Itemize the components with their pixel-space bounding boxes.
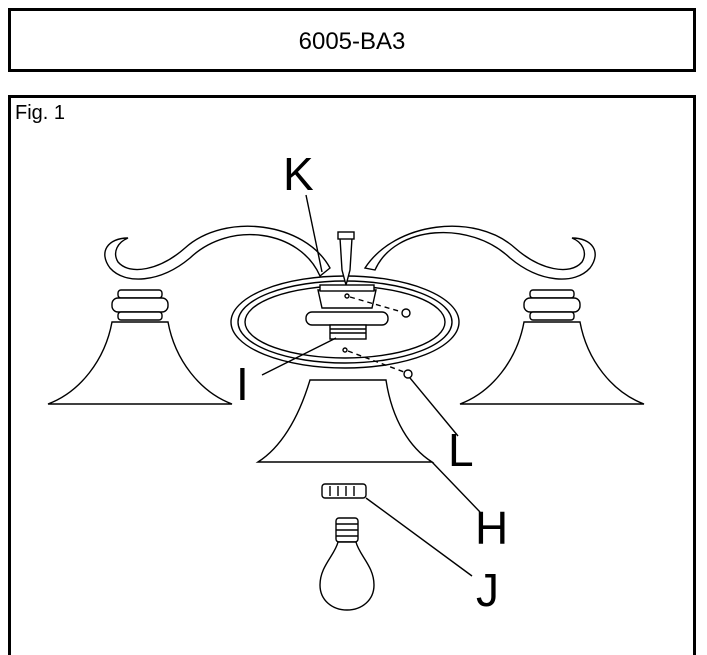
model-number: 6005-BA3 xyxy=(298,28,406,55)
shade-ring xyxy=(321,483,367,499)
callout-j: J xyxy=(476,564,499,616)
right-shade xyxy=(459,289,645,405)
callout-i: I xyxy=(236,358,249,410)
title-box: 6005-BA3 xyxy=(8,8,696,72)
leader-lines xyxy=(261,194,481,577)
left-arm xyxy=(104,225,331,280)
center-finial xyxy=(337,231,355,288)
figure-label: Fig. 1 xyxy=(15,102,66,124)
screws xyxy=(342,293,413,379)
center-shade xyxy=(255,379,435,463)
right-arm xyxy=(363,225,596,280)
light-bulb xyxy=(319,517,375,611)
callout-h: H xyxy=(475,502,508,554)
left-shade xyxy=(47,289,233,405)
callout-l: L xyxy=(448,424,474,476)
callout-k: K xyxy=(283,148,314,200)
center-cup xyxy=(305,284,389,340)
